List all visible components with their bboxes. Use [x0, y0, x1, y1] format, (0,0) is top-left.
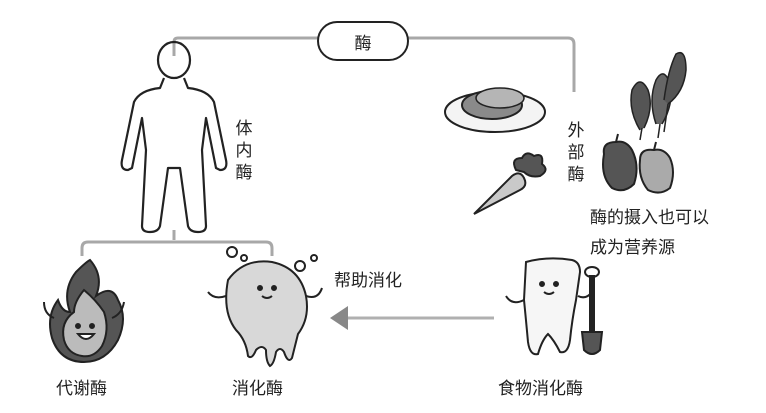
- connector-lines: [80, 36, 576, 320]
- note-line-2: 成为营养源: [590, 238, 675, 258]
- line-enzyme-to-external: [408, 36, 576, 92]
- external-enzyme-text: 外 部 酶: [567, 121, 585, 185]
- metabolic-enzyme-label: 代谢酶: [56, 379, 107, 399]
- human-body-icon: [120, 40, 228, 234]
- carrot-icon: [473, 152, 547, 215]
- tooth-character-icon: [505, 257, 604, 356]
- digestive-enzyme-label: 消化酶: [232, 379, 283, 399]
- arrow-head: [330, 306, 348, 330]
- enzyme-box-outline: [317, 21, 409, 61]
- line-body-branch: [80, 230, 274, 256]
- internal-enzyme-text: 体 内 酶: [235, 119, 253, 183]
- arrow-label: 帮助消化: [334, 271, 402, 291]
- pepper-icon: [602, 133, 674, 194]
- line-body-to-enzyme: [172, 36, 318, 56]
- note-line-1: 酶的摄入也可以: [590, 208, 709, 228]
- external-enzyme-label: 外 部 酶: [566, 98, 586, 186]
- meat-plate-icon: [444, 87, 546, 133]
- food-enzyme-label: 食物消化酶: [498, 379, 583, 399]
- enzyme-label: 酶: [354, 33, 372, 54]
- spinach-icon: [630, 52, 687, 141]
- fire-character-icon: [43, 258, 125, 364]
- digestive-blob-icon: [207, 246, 323, 368]
- internal-enzyme-label: 体 内 酶: [234, 96, 254, 184]
